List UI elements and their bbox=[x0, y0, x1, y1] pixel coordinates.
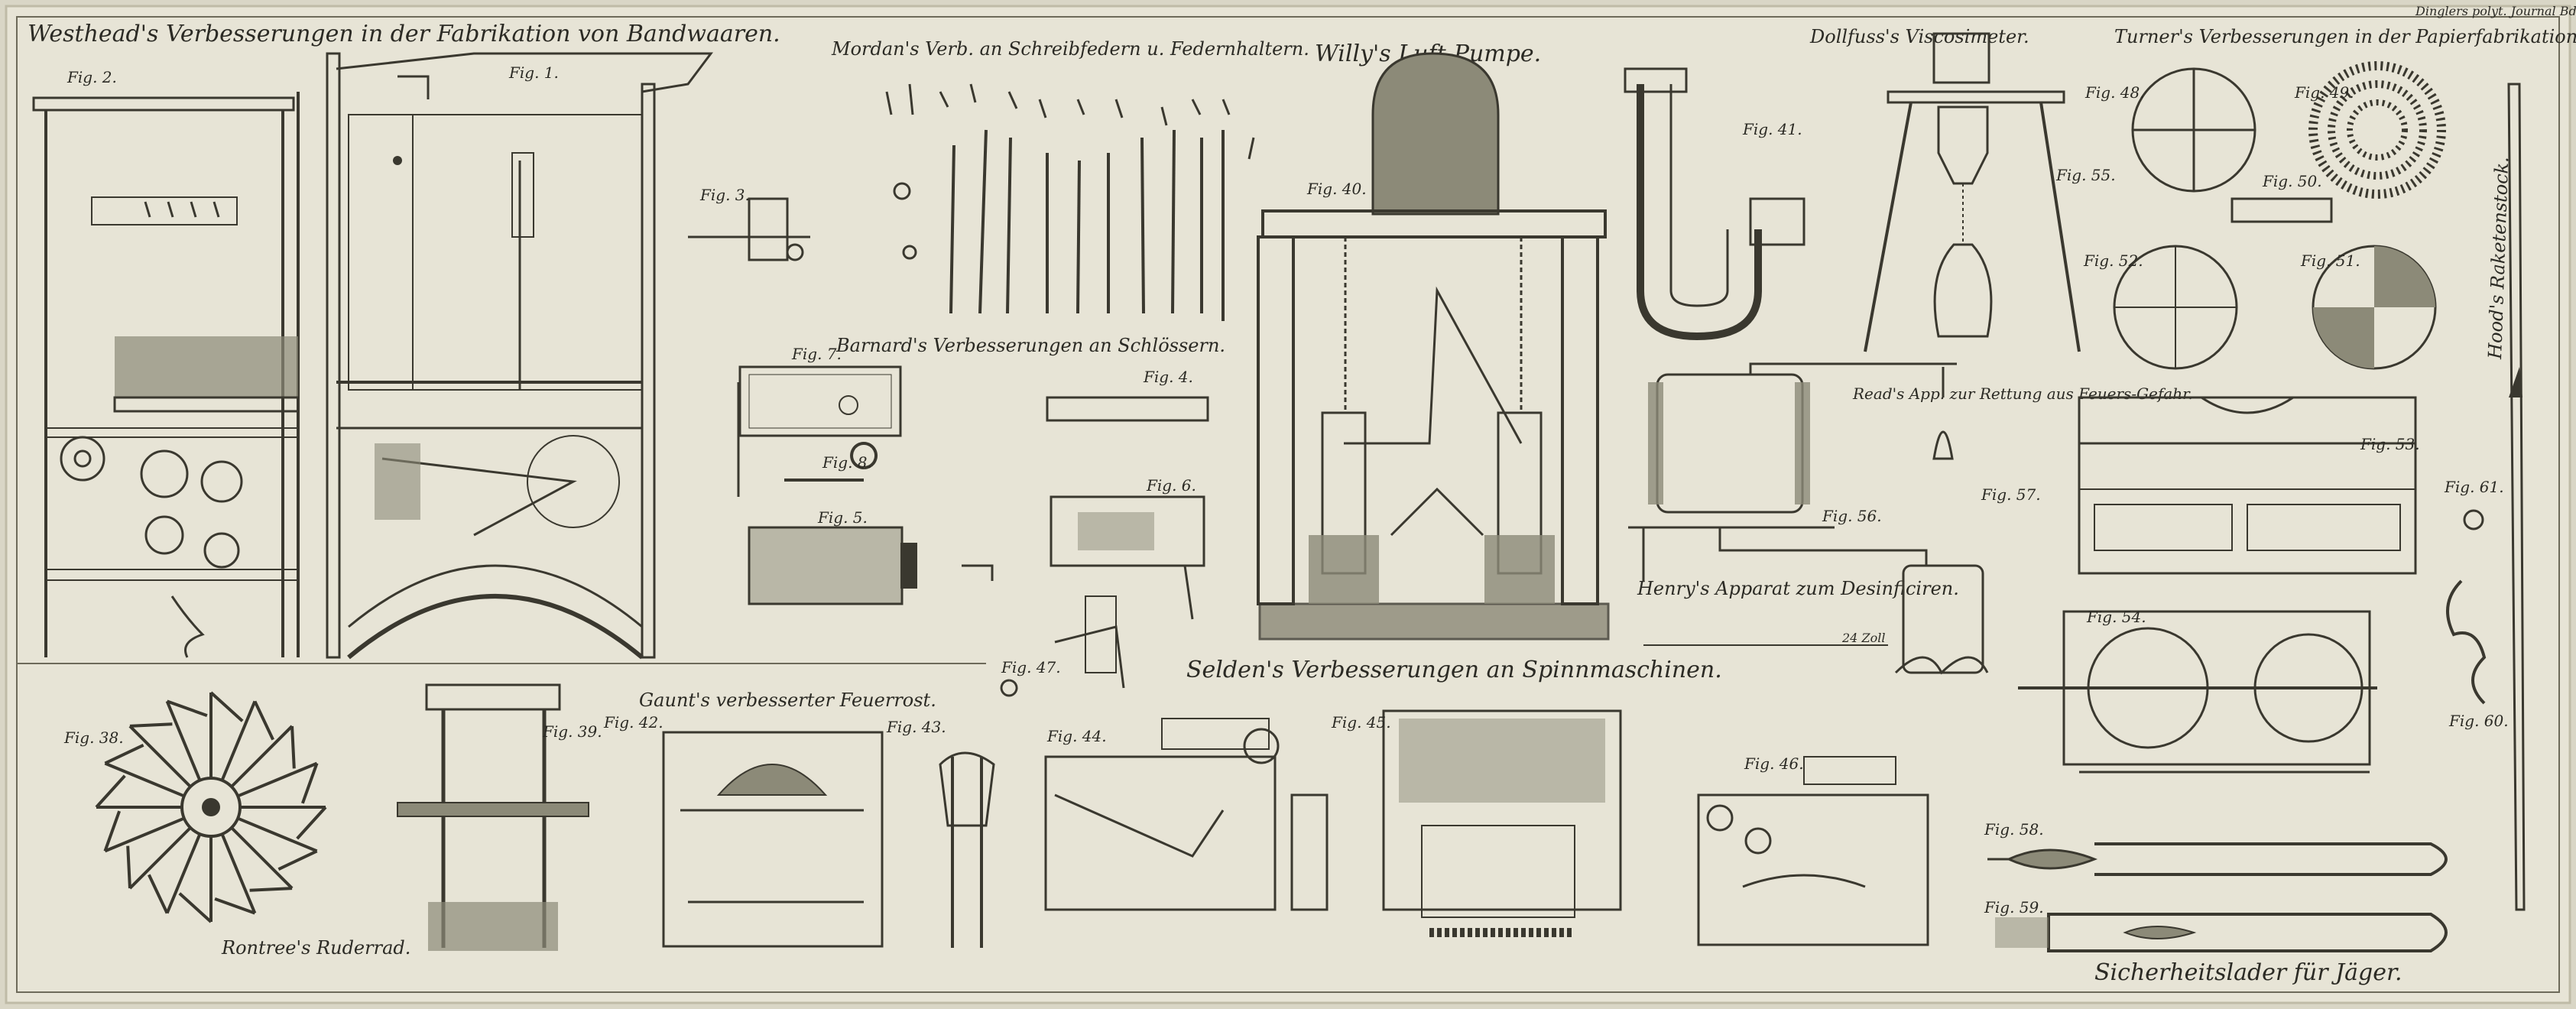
label-fig39: Fig. 39. bbox=[542, 722, 602, 741]
label-fig46: Fig. 46. bbox=[1744, 754, 1804, 773]
title-westhead: Westhead's Verbesserungen in der Fabrika… bbox=[28, 21, 780, 47]
plate-border bbox=[16, 16, 2560, 993]
figure-fig39 bbox=[397, 683, 589, 951]
label-fig60: Fig. 60. bbox=[2448, 712, 2509, 730]
paddle-blade bbox=[249, 887, 293, 892]
paddle-spoke bbox=[165, 833, 202, 914]
figure-turner-paper bbox=[2113, 61, 2446, 370]
title-read: Read's App. zur Rettung aus Feuers-Gefah… bbox=[1852, 384, 2193, 403]
figure-willy-air-pump bbox=[1257, 52, 1610, 641]
label-fig55: Fig. 55. bbox=[2055, 166, 2116, 184]
label-fig3: Fig. 3. bbox=[699, 186, 750, 204]
label-fig42: Fig. 42. bbox=[603, 713, 663, 732]
label-fig40: Fig. 40. bbox=[1306, 180, 1367, 198]
scale-label: 24 Zoll bbox=[1841, 631, 1885, 645]
plate-header-note: Dinglers polyt. Journal Bd. XLII. Tab. V… bbox=[2415, 4, 2576, 18]
title-sicherheit: Sicherheitslader für Jäger. bbox=[2094, 959, 2402, 986]
label-fig1: Fig. 1. bbox=[508, 63, 559, 82]
paddle-blade bbox=[129, 722, 173, 728]
paddle-spoke bbox=[128, 725, 192, 788]
paddle-spoke bbox=[230, 826, 294, 890]
title-mordan: Mordan's Verb. an Schreibfedern u. Feder… bbox=[831, 38, 1309, 60]
label-fig6: Fig. 6. bbox=[1146, 476, 1196, 495]
figure-henry-apparatus bbox=[1628, 362, 1989, 675]
label-fig7: Fig. 7. bbox=[791, 345, 842, 363]
label-fig52: Fig. 52. bbox=[2083, 251, 2143, 270]
label-fig41: Fig. 41. bbox=[1742, 120, 1802, 138]
label-fig4: Fig. 4. bbox=[1143, 368, 1193, 386]
label-fig47: Fig. 47. bbox=[1001, 658, 1061, 676]
title-dollfuss: Dollfuss's Viscosimeter. bbox=[1809, 26, 2029, 47]
paddle-blade bbox=[104, 744, 144, 765]
paddle-blade bbox=[277, 849, 318, 871]
figure-fig3 bbox=[688, 197, 810, 261]
label-fig45: Fig. 45. bbox=[1331, 713, 1391, 732]
figure-gaunt-grate bbox=[662, 731, 995, 948]
label-fig48: Fig. 48. bbox=[2084, 83, 2145, 102]
figure-dollfuss-viscosimeter bbox=[1624, 32, 2081, 352]
figure-safety-loaders bbox=[1987, 842, 2448, 952]
paddle-blade bbox=[301, 762, 319, 804]
paddle-spoke bbox=[237, 816, 318, 853]
paddle-blade bbox=[166, 699, 208, 717]
paddle-spoke bbox=[128, 826, 192, 890]
paddle-blade bbox=[209, 691, 244, 722]
paddle-blade bbox=[296, 806, 327, 840]
label-fig5: Fig. 5. bbox=[817, 508, 868, 527]
paddle-spoke bbox=[237, 761, 318, 798]
figure-selden-spinning bbox=[1044, 709, 1929, 946]
label-fig59: Fig. 59. bbox=[1984, 898, 2044, 917]
figure-barnard-locks bbox=[737, 365, 1209, 697]
label-fig53: Fig. 53. bbox=[2360, 435, 2420, 453]
title-turner: Turner's Verbesserungen in der Papierfab… bbox=[2114, 26, 2576, 47]
figure-hood-rocket-stick bbox=[2446, 83, 2526, 911]
label-fig56: Fig. 56. bbox=[1822, 507, 1882, 525]
paddle-blade bbox=[290, 725, 296, 769]
paddle-spoke bbox=[104, 816, 185, 853]
label-fig2: Fig. 2. bbox=[67, 68, 117, 86]
label-fig58: Fig. 58. bbox=[1984, 820, 2044, 839]
figure-mordan-pens bbox=[885, 83, 1255, 321]
label-fig51: Fig. 51. bbox=[2300, 251, 2360, 270]
figure-rontree-paddle-wheel bbox=[95, 691, 327, 923]
title-gaunt: Gaunt's verbesserter Feuerrost. bbox=[639, 689, 936, 711]
figure-westhead-loom bbox=[32, 52, 713, 660]
paddle-blade bbox=[148, 874, 169, 914]
label-fig43: Fig. 43. bbox=[886, 718, 946, 736]
figure-fig53-fig54-machines bbox=[2018, 396, 2417, 774]
title-rontree: Rontree's Ruderrad. bbox=[221, 937, 410, 959]
label-fig54: Fig. 54. bbox=[2086, 608, 2146, 626]
label-fig57: Fig. 57. bbox=[1981, 485, 2041, 504]
paddle-blade bbox=[214, 897, 256, 915]
title-barnard: Barnard's Verbesserungen an Schlössern. bbox=[835, 335, 1225, 356]
paddle-blade bbox=[126, 845, 131, 889]
title-selden: Selden's Verbesserungen an Spinnmaschine… bbox=[1186, 657, 1722, 683]
paddle-blade bbox=[178, 892, 213, 923]
paddle-blade bbox=[95, 774, 126, 809]
label-fig49: Fig. 49. bbox=[2294, 83, 2354, 102]
paddle-spoke bbox=[220, 833, 257, 914]
label-fig44: Fig. 44. bbox=[1046, 727, 1107, 745]
paddle-blade bbox=[103, 810, 121, 852]
paddle-blade bbox=[253, 700, 274, 741]
label-fig61: Fig. 61. bbox=[2444, 478, 2504, 496]
label-fig38: Fig. 38. bbox=[63, 728, 124, 747]
title-henry: Henry's Apparat zum Desinficiren. bbox=[1637, 578, 1959, 599]
paddle-spoke bbox=[220, 700, 257, 781]
paddle-spoke bbox=[165, 700, 202, 781]
paddle-spoke bbox=[104, 761, 185, 798]
label-fig8: Fig. 8. bbox=[822, 453, 872, 472]
paddle-spoke bbox=[230, 725, 294, 788]
label-fig50: Fig. 50. bbox=[2262, 172, 2322, 190]
